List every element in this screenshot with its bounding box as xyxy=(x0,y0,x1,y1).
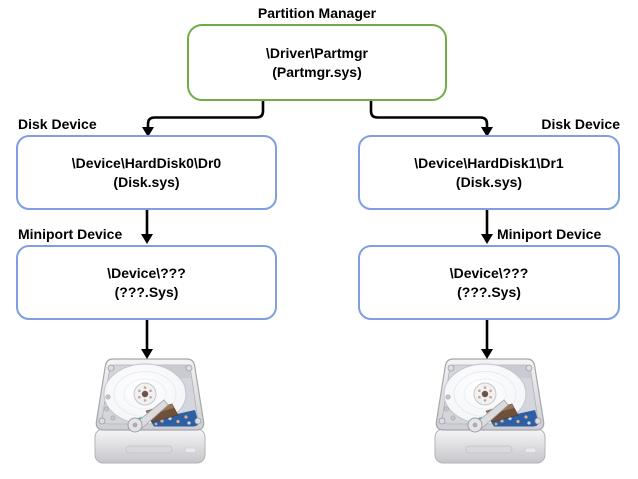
arrowhead-hdd0 xyxy=(141,349,153,359)
disk-device-label-right: Disk Device xyxy=(541,116,620,132)
hard-disk-drive-icon-right xyxy=(434,358,546,464)
disk-device-1-path: \Device\HardDisk1\Dr1 xyxy=(414,154,564,171)
partition-manager-device-path: \Driver\Partmgr xyxy=(266,44,368,61)
disk-device-0-driver: (Disk.sys) xyxy=(113,173,180,190)
miniport-device-0-driver: (???.Sys) xyxy=(114,283,179,300)
disk-device-label-left: Disk Device xyxy=(18,116,97,132)
disk-device-0-path: \Device\HardDisk0\Dr0 xyxy=(71,154,222,171)
arrowhead-disk1 xyxy=(481,127,493,137)
arrowhead-hdd1 xyxy=(481,349,493,359)
arrow-partmgr-to-disk0 xyxy=(146,101,265,128)
miniport-device-label-left: Miniport Device xyxy=(18,226,123,242)
miniport-device-box-0[interactable]: \Device\??? (???.Sys) xyxy=(16,245,277,320)
arrow-partmgr-to-disk1 xyxy=(369,101,489,128)
miniport-device-box-1[interactable]: \Device\??? (???.Sys) xyxy=(358,245,620,320)
miniport-device-0-path: \Device\??? xyxy=(107,264,186,281)
disk-device-1-driver: (Disk.sys) xyxy=(455,173,523,190)
arrowhead-disk0 xyxy=(142,127,154,137)
partition-manager-label: Partition Manager xyxy=(257,5,377,21)
disk-device-box-0[interactable]: \Device\HardDisk0\Dr0 (Disk.sys) xyxy=(16,135,277,210)
arrowhead-miniport1 xyxy=(481,234,493,244)
hard-disk-drive-icon-left xyxy=(94,358,206,464)
partition-manager-driver-file: (Partmgr.sys) xyxy=(272,63,362,80)
miniport-device-label-right: Miniport Device xyxy=(497,226,602,242)
miniport-device-1-path: \Device\??? xyxy=(449,264,529,281)
partition-manager-box[interactable]: \Driver\Partmgr (Partmgr.sys) xyxy=(187,24,447,101)
disk-device-box-1[interactable]: \Device\HardDisk1\Dr1 (Disk.sys) xyxy=(358,135,620,210)
arrowhead-miniport0 xyxy=(141,234,153,244)
miniport-device-1-driver: (???.Sys) xyxy=(457,283,521,300)
